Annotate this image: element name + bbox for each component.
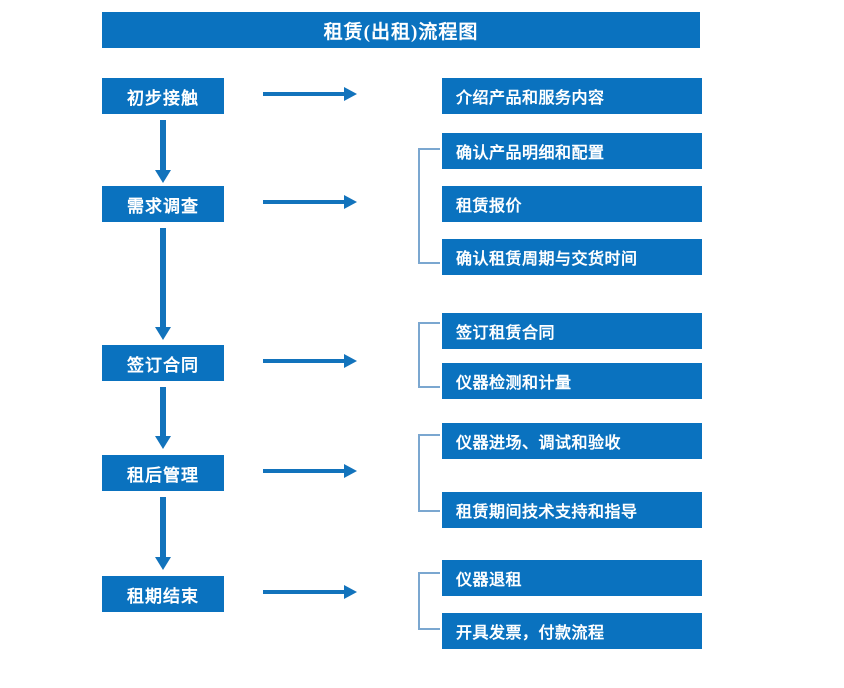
horizontal-arrow-icon-4 xyxy=(263,464,357,478)
detail-box-3: 租赁报价 xyxy=(442,186,702,222)
group-bracket-icon-2 xyxy=(418,322,440,388)
detail-box-6: 仪器检测和计量 xyxy=(442,363,702,399)
stage-label: 需求调查 xyxy=(127,196,199,216)
page-title: 租赁(出租)流程图 xyxy=(102,12,700,48)
stage-label: 租后管理 xyxy=(127,465,199,485)
detail-label: 确认产品明细和配置 xyxy=(456,145,605,162)
detail-label: 确认租赁周期与交货时间 xyxy=(456,251,638,268)
detail-label: 仪器退租 xyxy=(456,572,523,589)
detail-label: 仪器进场、调试和验收 xyxy=(456,435,622,452)
horizontal-arrow-icon-2 xyxy=(263,195,357,209)
detail-box-1: 介绍产品和服务内容 xyxy=(442,78,702,114)
detail-label: 租赁报价 xyxy=(456,198,523,215)
vertical-arrow-icon-1 xyxy=(155,120,171,183)
detail-label: 租赁期间技术支持和指导 xyxy=(456,504,638,521)
detail-box-8: 租赁期间技术支持和指导 xyxy=(442,492,702,528)
detail-box-10: 开具发票，付款流程 xyxy=(442,613,702,649)
horizontal-arrow-icon-5 xyxy=(263,585,357,599)
vertical-arrow-icon-3 xyxy=(155,387,171,449)
horizontal-arrow-icon-3 xyxy=(263,354,357,368)
detail-label: 签订租赁合同 xyxy=(456,325,556,342)
stage-box-3: 签订合同 xyxy=(102,345,224,381)
detail-box-7: 仪器进场、调试和验收 xyxy=(442,423,702,459)
stage-box-2: 需求调查 xyxy=(102,186,224,222)
detail-box-9: 仪器退租 xyxy=(442,560,702,596)
group-bracket-icon-3 xyxy=(418,434,440,512)
stage-label: 初步接触 xyxy=(127,88,199,108)
detail-box-5: 签订租赁合同 xyxy=(442,313,702,349)
detail-label: 介绍产品和服务内容 xyxy=(456,90,605,107)
detail-box-4: 确认租赁周期与交货时间 xyxy=(442,239,702,275)
vertical-arrow-icon-2 xyxy=(155,228,171,340)
detail-box-2: 确认产品明细和配置 xyxy=(442,133,702,169)
stage-label: 租期结束 xyxy=(127,586,199,606)
detail-label: 仪器检测和计量 xyxy=(456,375,572,392)
stage-box-4: 租后管理 xyxy=(102,455,224,491)
group-bracket-icon-1 xyxy=(418,148,440,264)
stage-box-5: 租期结束 xyxy=(102,576,224,612)
detail-label: 开具发票，付款流程 xyxy=(456,625,605,642)
horizontal-arrow-icon-1 xyxy=(263,87,357,101)
stage-label: 签订合同 xyxy=(127,355,199,375)
group-bracket-icon-4 xyxy=(418,572,440,630)
stage-box-1: 初步接触 xyxy=(102,78,224,114)
vertical-arrow-icon-4 xyxy=(155,497,171,570)
